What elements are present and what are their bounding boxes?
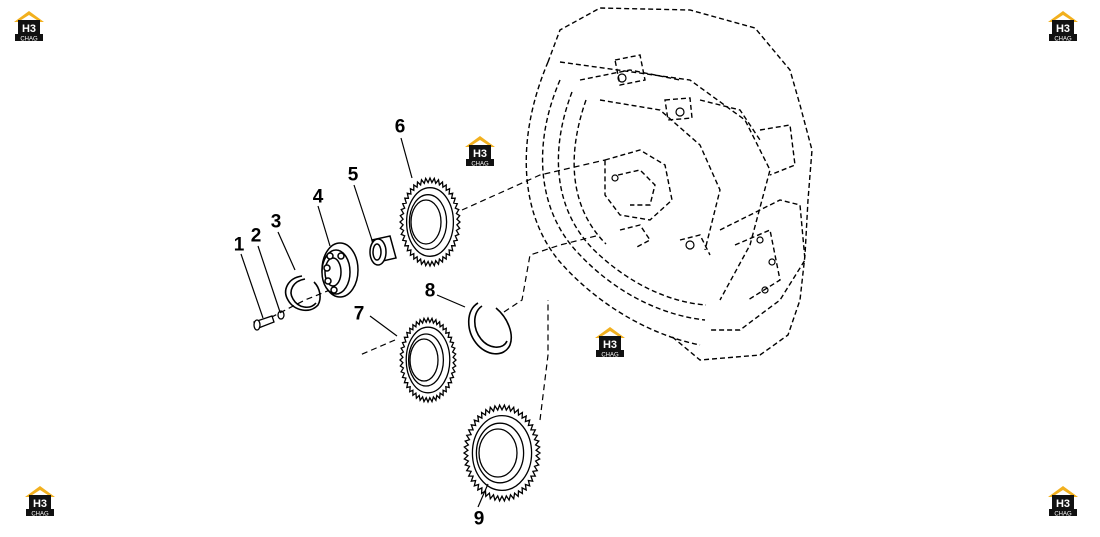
gears-group	[399, 176, 542, 503]
callout-5[interactable]: 5	[347, 164, 359, 186]
watermark-logo-mark-text: H3	[1056, 23, 1070, 35]
watermark-logo-subtext: CHAG	[20, 36, 38, 42]
watermark-logo-mark-text: H3	[1056, 498, 1070, 510]
snap-ring-part-right	[467, 302, 512, 355]
ball-bearing-part	[321, 242, 359, 298]
watermark-logo-mark-text: H3	[473, 148, 487, 160]
callout-4[interactable]: 4	[312, 186, 324, 208]
snap-ring-part-left	[284, 275, 321, 312]
assembly-lines	[261, 159, 606, 421]
watermark-logo-subtext: CHAG	[471, 161, 489, 167]
watermark-logo-subtext: CHAG	[31, 511, 49, 517]
watermark-logo-mark-text: H3	[22, 23, 36, 35]
gear-part-9	[462, 403, 542, 503]
washer-part	[277, 310, 285, 320]
bolt-part	[253, 315, 275, 331]
callout-9[interactable]: 9	[473, 508, 485, 530]
bushing-part	[369, 235, 397, 266]
callout-2[interactable]: 2	[250, 225, 262, 247]
callout-1[interactable]: 1	[233, 234, 245, 256]
watermark-logo-subtext: CHAG	[601, 352, 619, 358]
housing-bolt-holes	[611, 73, 776, 294]
watermark-logo-mark-text: H3	[33, 498, 47, 510]
watermark-logo-subtext: CHAG	[1054, 36, 1072, 42]
callout-8[interactable]: 8	[424, 280, 436, 302]
transmission-housing	[525, 7, 813, 361]
watermark-logo-mark-text: H3	[603, 339, 617, 351]
gear-part-6	[399, 176, 461, 268]
leader-lines	[240, 137, 489, 508]
callout-7[interactable]: 7	[353, 303, 365, 325]
watermark-logo-subtext: CHAG	[1054, 511, 1072, 517]
callout-3[interactable]: 3	[270, 211, 282, 233]
callout-6[interactable]: 6	[394, 116, 406, 138]
gear-part-7	[399, 316, 457, 404]
